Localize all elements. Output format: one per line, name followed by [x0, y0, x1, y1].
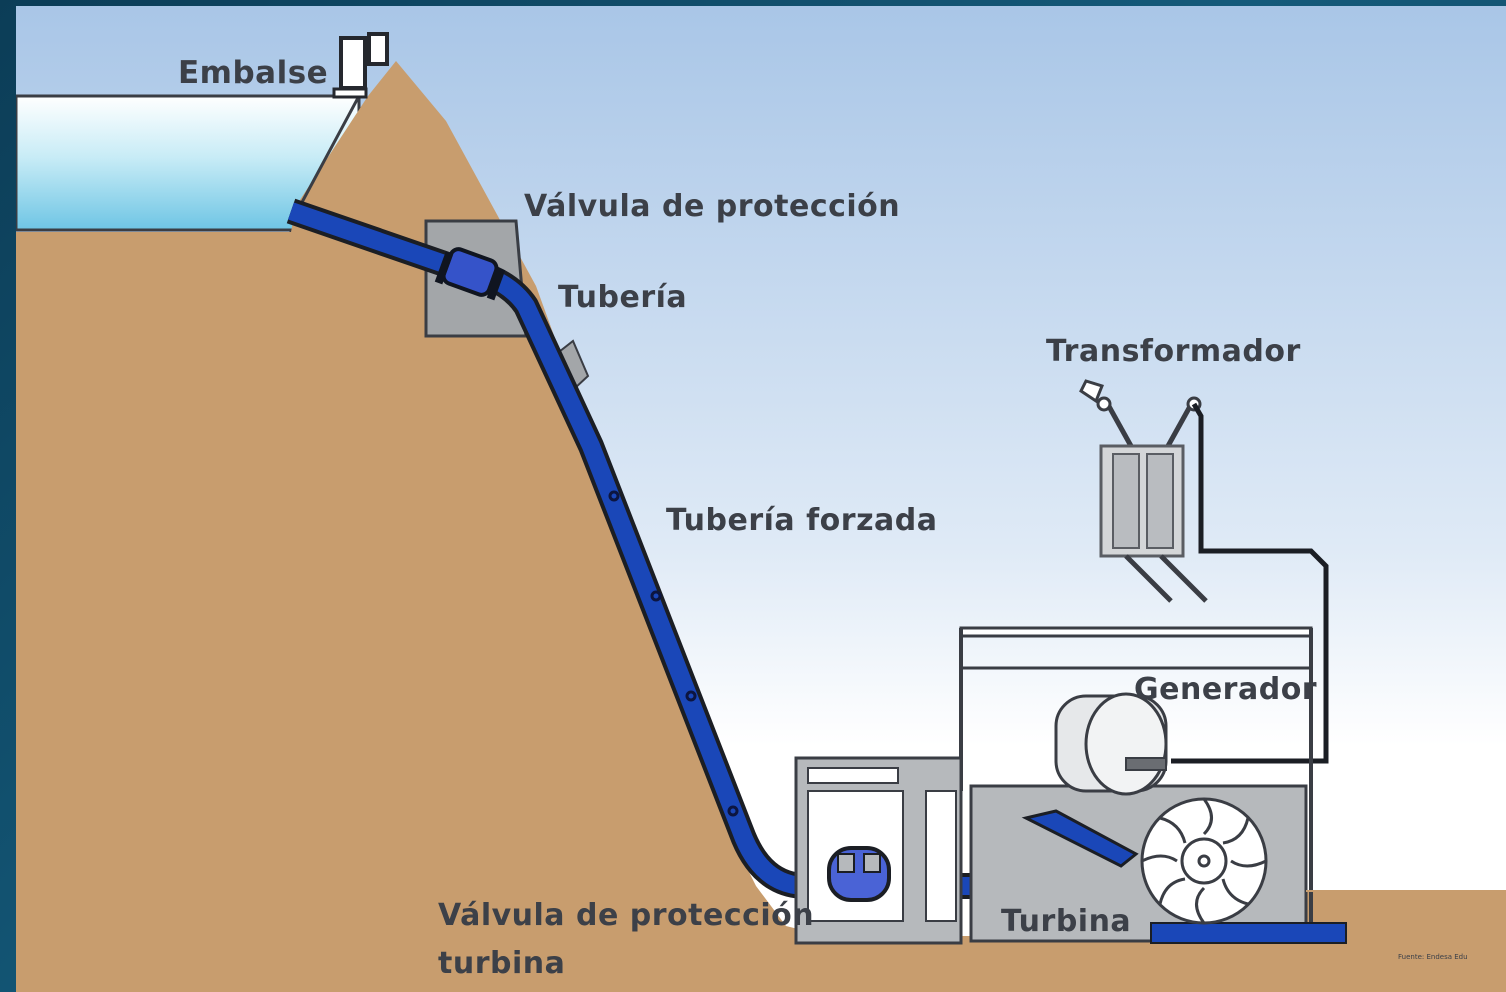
hydropower-diagram: [16, 6, 1506, 992]
label-penstock: Tubería forzada: [666, 503, 938, 538]
generator: [1054, 692, 1168, 796]
label-protection-valve: Válvula de protección: [524, 189, 901, 224]
protection-valve: [434, 247, 506, 301]
label-pipe: Tubería: [558, 280, 688, 315]
mountain-ground: [16, 61, 1506, 992]
label-transformer: Transformador: [1046, 334, 1301, 369]
label-turbine-valve-line2: turbina: [438, 946, 566, 981]
pelton-turbine: [1021, 797, 1268, 925]
diagram-canvas: Embalse Válvula de protección Tubería Tu…: [16, 6, 1506, 992]
label-turbine-valve-line1: Válvula de protección: [438, 898, 815, 933]
turbine-valve: [827, 846, 891, 902]
label-generator: Generador: [1134, 672, 1318, 707]
transformer: [1079, 379, 1329, 764]
dam-crest-line: [298, 95, 361, 207]
label-turbine: Turbina: [1001, 904, 1132, 939]
source-credit: Fuente: Endesa Edu: [1398, 953, 1468, 961]
dam-gate: [332, 32, 389, 99]
label-reservoir: Embalse: [178, 55, 329, 91]
